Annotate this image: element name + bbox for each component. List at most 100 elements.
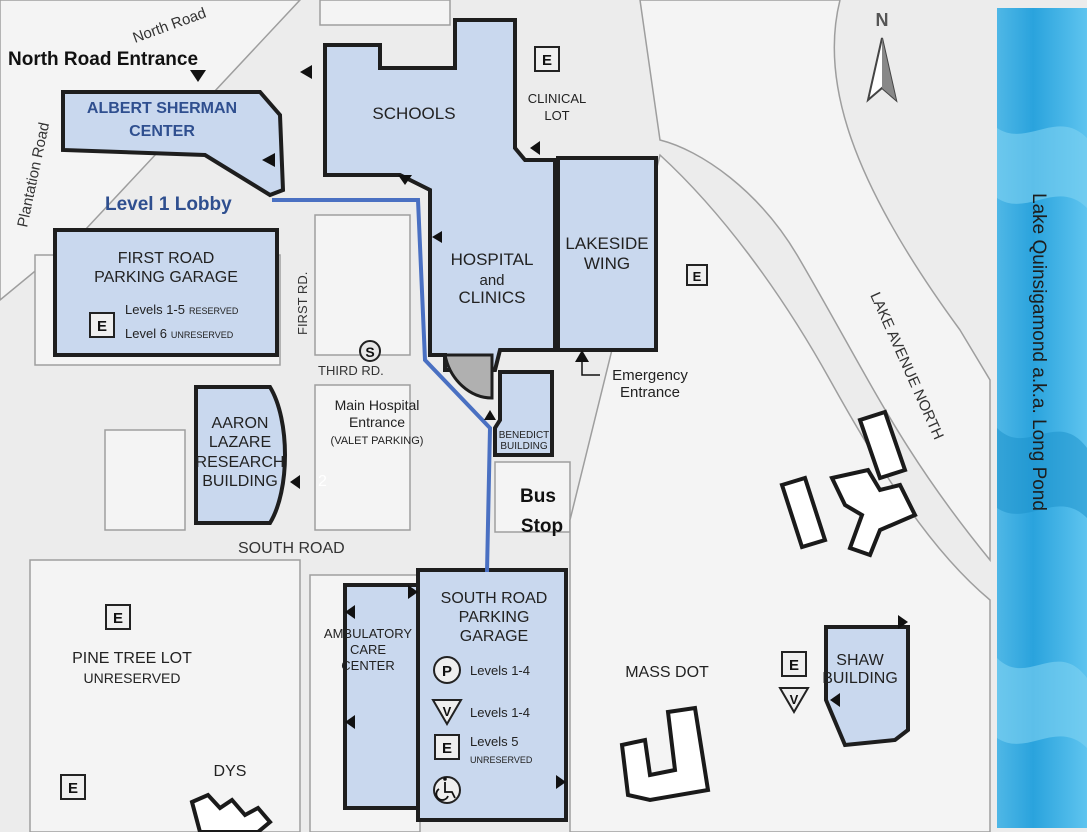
albert-sherman-name-2: CENTER: [129, 123, 195, 140]
lake-wave-2: [997, 428, 1087, 518]
lake-wave-1: [997, 126, 1087, 208]
pine-tree-label-1: PINE TREE LOT: [72, 650, 192, 667]
aaron-name-3: RESEARCH: [196, 454, 285, 471]
shaw-name-1: SHAW: [836, 652, 884, 669]
outline-building-1: [779, 475, 828, 550]
first-road-employee-badge: [89, 312, 115, 338]
first-rd-label: FIRST RD.: [295, 272, 310, 335]
main-entrance-label-2: Entrance: [349, 414, 405, 430]
lake-wave-3: [997, 658, 1087, 748]
south-garage-employee-badge: [434, 734, 460, 760]
lake-avenue-grounds: [639, 0, 991, 563]
visitor-parking-letter: V: [443, 704, 452, 719]
hospital-name-3: CLINICS: [458, 288, 525, 307]
ambulatory-name-2: CARE: [350, 642, 386, 657]
pine-tree-employee-letter: E: [113, 610, 123, 627]
shaw-building: [824, 625, 910, 748]
entrance-canopy: [443, 353, 494, 400]
arrow-schools-2: [398, 175, 412, 185]
arrow-ambulatory-2: [345, 715, 355, 729]
aaron-name-4: BUILDING: [202, 473, 278, 490]
arrow-north-entrance: [190, 70, 206, 82]
arrow-south-garage-2: [556, 775, 566, 789]
arrow-shaw-2: [830, 693, 840, 707]
arrow-hospital: [432, 231, 442, 243]
dys-label: DYS: [214, 763, 247, 780]
arrow-ambulatory-1: [345, 605, 355, 619]
arrow-clinical: [530, 141, 540, 155]
aaron-lazare-building: [194, 385, 287, 525]
map-canvas: N North Road Plantation Road FIRST RD. T…: [0, 0, 991, 834]
first-road-employee-letter: E: [97, 318, 107, 335]
south-garage-name-1: SOUTH ROAD: [441, 590, 548, 607]
clinical-lot-label-1: CLINICAL: [528, 91, 587, 106]
arrow-emergency: [575, 350, 589, 362]
main-entrance-label-1: Main Hospital: [335, 397, 420, 413]
accessible-head: [443, 777, 447, 781]
shaw-name-2: BUILDING: [822, 670, 898, 687]
north-arrow-shade: [882, 38, 896, 100]
albert-sherman-name-1: ALBERT SHERMAN: [87, 100, 237, 117]
patient-parking-icon: [433, 656, 461, 684]
arrow-main: [484, 410, 496, 420]
arrow-aaron: [290, 475, 300, 489]
arrow-albert: [262, 153, 275, 167]
main-entrance-lot: [314, 384, 411, 531]
hospital-name-2: and: [479, 272, 504, 289]
lakeside-name-2: WING: [584, 254, 630, 273]
clinical-lot-employee-badge: [534, 46, 560, 72]
arrow-shaw-1: [898, 615, 908, 629]
mass-dot-building: [619, 705, 711, 803]
lakeside-wing: [556, 156, 658, 352]
lake-panel: Lake Quinsigamond a.k.a. Long Pond: [997, 8, 1087, 828]
bus-stop-area: [494, 461, 571, 533]
shaw-visitor-letter: V: [790, 692, 799, 707]
outline-building-2: [829, 467, 918, 558]
north-road-entrance-label: North Road Entrance: [8, 49, 198, 70]
shaw-visitor-icon: [778, 687, 810, 714]
level1-lobby-label: Level 1 Lobby: [105, 194, 232, 215]
arrow-south-garage: [408, 585, 418, 599]
accessible-glyph: [435, 782, 456, 801]
entrance-arrows: [190, 65, 908, 789]
main-entrance-label-3: (VALET PARKING): [331, 435, 424, 447]
lakeside-employee-badge: [686, 264, 708, 286]
mass-dot-label: MASS DOT: [625, 664, 709, 681]
shaw-employee-letter: E: [789, 657, 799, 674]
number-2-label: 2: [318, 473, 327, 490]
walking-route: [272, 198, 493, 573]
north-small-lot: [319, 0, 451, 26]
aaron-name-1: AARON: [212, 415, 269, 432]
clinical-lot-employee-letter: E: [542, 52, 552, 69]
lakeside-name-1: LAKESIDE: [565, 234, 648, 253]
outline-buildings: [189, 409, 918, 834]
patient-parking-letter: P: [442, 663, 452, 680]
north-arrow: N: [866, 10, 898, 103]
bus-stop-label-2: Stop: [521, 516, 563, 537]
ambulatory-name-3: CENTER: [341, 658, 394, 673]
north-arrow-label: N: [876, 10, 889, 30]
emergency-pointer: [581, 362, 600, 376]
first-road-garage-name-2: PARKING GARAGE: [94, 269, 238, 286]
emergency-label-1: Emergency: [612, 367, 688, 384]
aaron-name-2: LAZARE: [209, 434, 271, 451]
south-garage-name-2: PARKING: [459, 609, 530, 626]
south-levels-3: Levels 5: [470, 734, 518, 749]
bus-stop-label-1: Bus: [520, 486, 556, 507]
benedict-building: [493, 370, 554, 457]
pine-tree-label-2: UNRESERVED: [84, 670, 181, 686]
benedict-name-2: BUILDING: [500, 441, 547, 452]
shuttle-icon: [359, 340, 381, 362]
south-garage-employee-letter: E: [442, 740, 452, 757]
south-levels-2: Levels 1-4: [470, 705, 530, 720]
emergency-label-2: Entrance: [620, 384, 680, 401]
southwest-employee-badge: [60, 774, 86, 800]
hospital-name-1: HOSPITAL: [451, 250, 534, 269]
lakeside-employee-letter: E: [693, 269, 702, 284]
first-rd-lot: [314, 214, 411, 356]
lake-label: Lake Quinsigamond a.k.a. Long Pond: [1028, 193, 1049, 511]
ambulatory-care-center: [343, 583, 420, 810]
